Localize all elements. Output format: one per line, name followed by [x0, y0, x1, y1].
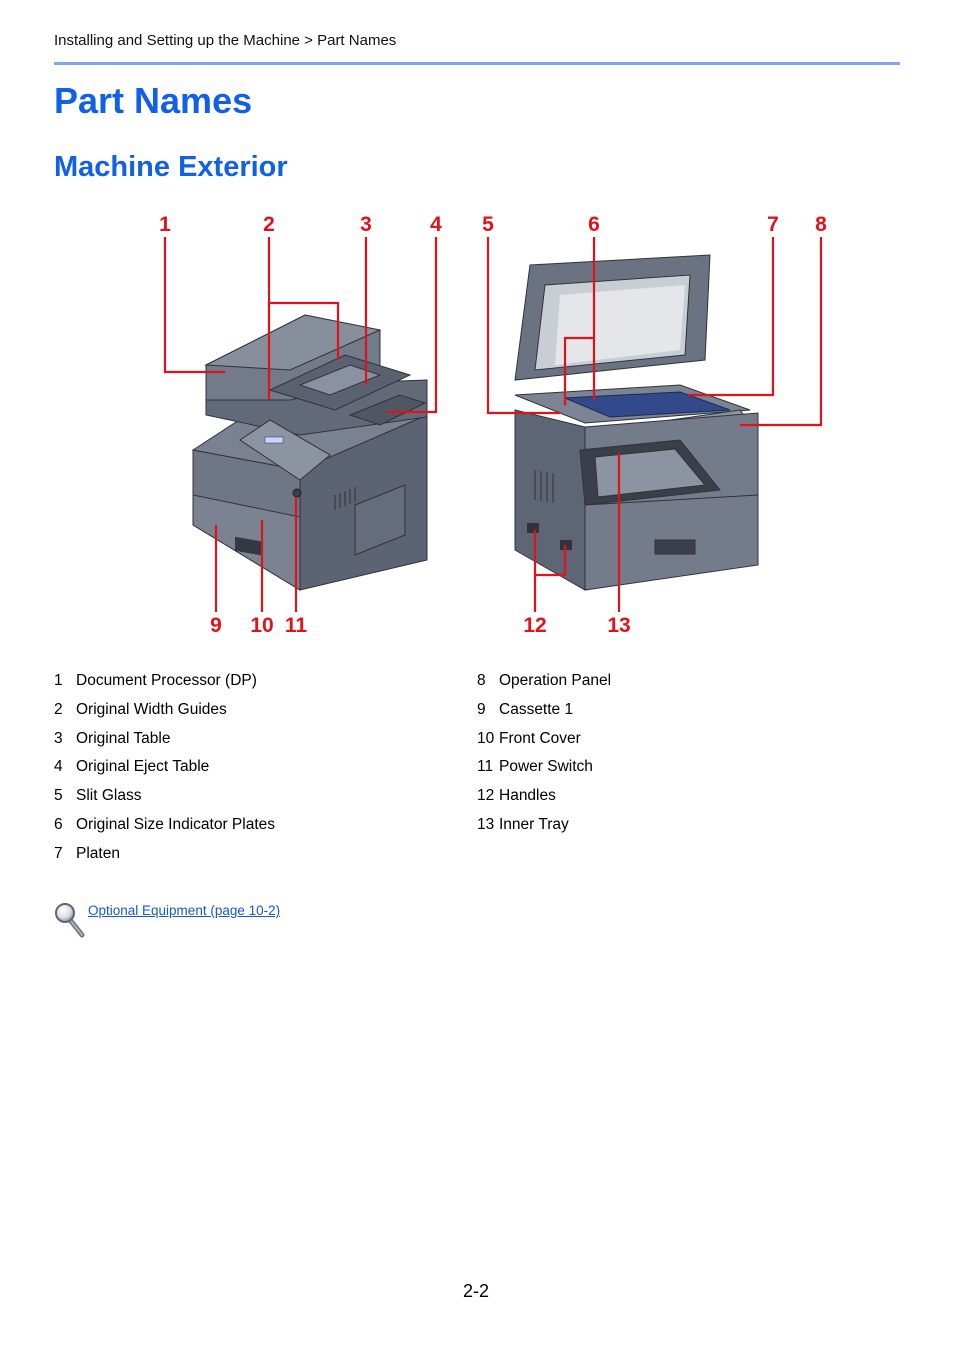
callout-5: 5	[482, 213, 494, 236]
callout-4: 4	[430, 213, 442, 236]
page-title: Part Names	[54, 80, 253, 121]
callout-2: 2	[263, 213, 275, 236]
header-rule	[54, 62, 900, 65]
callout-3: 3	[360, 213, 372, 236]
optional-equipment-link[interactable]: Optional Equipment (page 10-2)	[88, 903, 281, 918]
page-number: 2-2	[463, 1281, 490, 1301]
callout-1: 1	[159, 213, 171, 236]
machine-open-view	[514, 254, 759, 591]
callout-leaders	[163, 237, 823, 612]
callout-13: 13	[607, 614, 630, 637]
callout-12: 12	[523, 614, 546, 637]
callout-8: 8	[815, 213, 827, 236]
callout-7: 7	[767, 213, 779, 236]
callout-10: 10	[250, 614, 273, 637]
breadcrumb: Installing and Setting up the Machine > …	[54, 32, 397, 49]
machine-exterior-figure: 1 2 3 4 5 6 7 8 9 10 11 12 13	[159, 213, 827, 637]
section-title: Machine Exterior	[54, 151, 288, 183]
magnifier-icon	[55, 903, 85, 938]
callout-11: 11	[285, 614, 308, 637]
machine-front-view	[191, 314, 428, 591]
callout-6: 6	[588, 213, 600, 236]
callout-9: 9	[210, 614, 222, 637]
